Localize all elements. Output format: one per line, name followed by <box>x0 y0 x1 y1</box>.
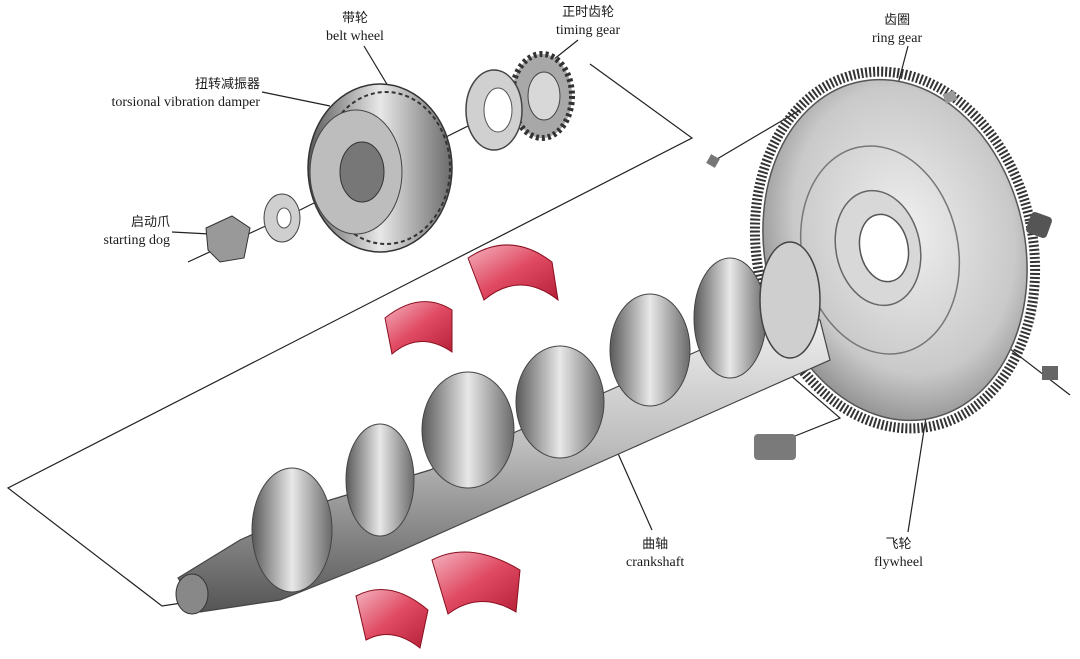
crank-web-2 <box>345 423 415 537</box>
axis-flywheel-bolt <box>711 109 801 163</box>
bearing-shell-2 <box>467 244 559 302</box>
flywheel-bore <box>858 213 910 283</box>
crank-flange <box>759 241 821 359</box>
label-flywheel: 飞轮 flywheel <box>874 536 923 572</box>
crank-web-4 <box>515 345 605 459</box>
label-ring-gear: 齿圈 ring gear <box>872 12 922 48</box>
crank-web-1 <box>251 467 333 593</box>
label-damper-zh: 扭转减振器 <box>194 77 260 92</box>
crank-web-5 <box>609 293 691 407</box>
label-timing-gear-zh: 正时齿轮 <box>562 5 615 20</box>
axis-bolt-lower <box>781 367 842 439</box>
label-flywheel-en: flywheel <box>874 555 923 570</box>
label-timing-gear: 正时齿轮 timing gear <box>556 4 620 40</box>
timing-gear-assembly <box>465 51 575 151</box>
label-starting-dog-zh: 启动爪 <box>130 215 170 230</box>
leader-belt-wheel <box>363 45 389 87</box>
label-crankshaft-en: crankshaft <box>626 555 685 570</box>
crankshaft <box>175 241 831 615</box>
crank-bolt <box>754 434 796 460</box>
bearing-shell-4 <box>355 589 429 649</box>
leader-damper <box>261 91 331 107</box>
label-starting-dog-en: starting dog <box>103 233 171 248</box>
timing-gear-hub <box>527 71 561 121</box>
starting-dog <box>205 215 251 263</box>
label-damper-en: torsional vibration damper <box>111 95 260 110</box>
label-belt-wheel: 带轮 belt wheel <box>326 10 384 46</box>
leader-ring-gear <box>897 45 909 85</box>
label-ring-gear-en: ring gear <box>872 31 923 46</box>
leader-crankshaft <box>611 439 653 531</box>
dowel-small <box>706 154 720 168</box>
crank-web-3 <box>421 371 515 489</box>
label-belt-wheel-en: belt wheel <box>326 29 384 44</box>
thrust-washer-hole <box>483 87 513 133</box>
flywheel-pin <box>942 90 958 104</box>
label-flywheel-zh: 飞轮 <box>885 537 912 552</box>
label-timing-gear-en: timing gear <box>556 23 621 38</box>
belt-wheel-damper <box>307 83 453 253</box>
starting-dog-washer-hole <box>276 207 292 229</box>
flywheel-bolt-right <box>1042 366 1058 380</box>
bearing-shell-3 <box>431 551 521 615</box>
bearing-shell-1 <box>384 301 453 355</box>
label-torsional-vibration-damper: 扭转减振器 torsional vibration damper <box>96 76 260 112</box>
starting-dog-assembly <box>205 193 301 263</box>
label-crankshaft: 曲轴 crankshaft <box>626 536 684 572</box>
belt-wheel-hub <box>339 141 385 203</box>
fasteners <box>706 90 1058 460</box>
crank-web-6 <box>693 257 767 379</box>
label-starting-dog: 启动爪 starting dog <box>90 214 171 250</box>
crank-nose <box>175 573 209 615</box>
leader-starting-dog <box>171 231 211 235</box>
bearing-shells <box>355 244 559 649</box>
label-crankshaft-zh: 曲轴 <box>642 537 669 552</box>
label-belt-wheel-zh: 带轮 <box>341 11 368 26</box>
flywheel-nut-top <box>1026 212 1052 238</box>
label-ring-gear-zh: 齿圈 <box>884 13 911 28</box>
